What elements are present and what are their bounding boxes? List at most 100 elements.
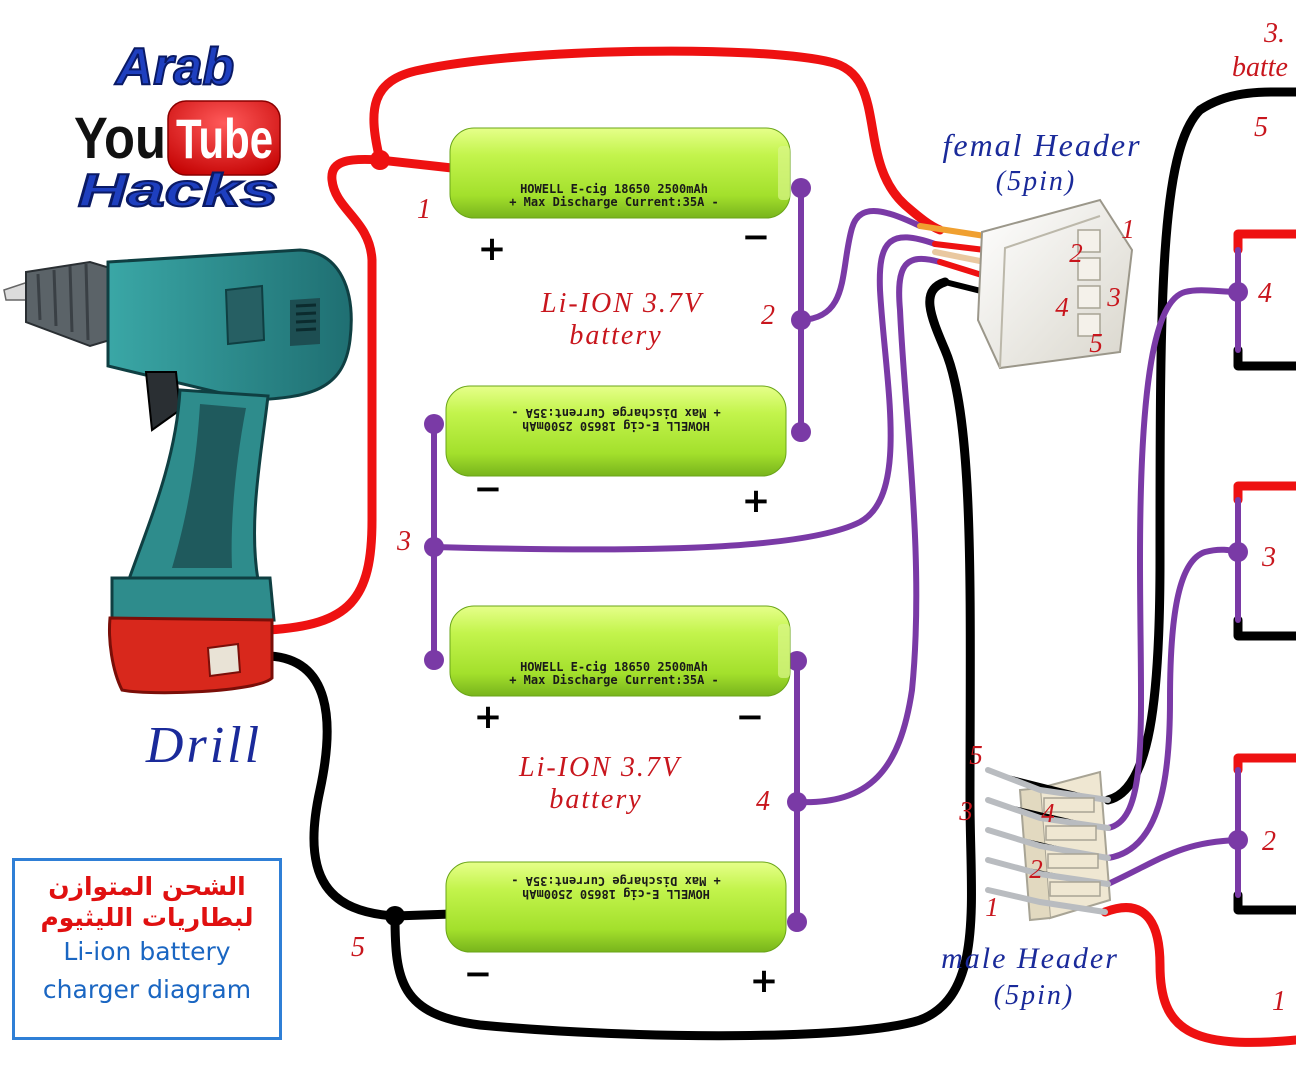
- battery-label-1-line2: battery: [569, 320, 662, 351]
- junction-dots: [370, 150, 1248, 932]
- right-node-label-5: 5: [1254, 112, 1268, 143]
- battery-descriptions: Li-ION 3.7V battery Li-ION 3.7V battery: [518, 288, 704, 815]
- purple-wire-male-to-node3-right: [1105, 546, 1241, 861]
- right-node-label-2: 2: [1262, 826, 1276, 857]
- junction-node3: [424, 537, 444, 557]
- female-pin-3: 3: [1106, 282, 1121, 312]
- right-title-fragment-2: batte: [1232, 52, 1288, 83]
- cell-1-minus: −: [742, 217, 771, 257]
- junction-cell2-neg: [424, 414, 444, 434]
- female-header-connector: [917, 198, 1134, 370]
- logo-tube-text: Tube: [176, 107, 273, 170]
- drill-battery-pack: [108, 616, 274, 695]
- cell-4-text-bottom: + Max Discharge Current:35A -: [511, 874, 721, 888]
- cell-1-plus: +: [478, 229, 507, 269]
- info-arabic-line2: لبطاريات الليثيوم: [40, 903, 254, 932]
- male-pin-label-1: 1: [985, 892, 999, 922]
- info-english-line1: Li-ion battery: [63, 937, 231, 966]
- red-wire-loop-to-header: [369, 46, 945, 235]
- purple-wire-node3-to-header: [431, 234, 938, 553]
- junction-node4: [787, 792, 807, 812]
- junction-right-node4: [1228, 282, 1248, 302]
- male-pin-label-4: 4: [1041, 798, 1055, 828]
- female-pin-1: 1: [1121, 214, 1135, 244]
- cell-4-text-top: HOWELL E-cig 18650 2500mAh: [522, 887, 710, 901]
- male-pin-label-5: 5: [969, 740, 983, 770]
- cell-2-text-bottom: + Max Discharge Current:35A -: [511, 406, 721, 420]
- red-wire-drill-to-node1: [263, 154, 385, 635]
- purple-wire-male-to-node4-right: [1105, 287, 1241, 831]
- red-bracket-top: [1233, 229, 1296, 255]
- battery-cell-2: HOWELL E-cig 18650 2500mAh + Max Dischar…: [445, 385, 787, 477]
- male-pin-label-3: 3: [958, 796, 973, 826]
- female-pin-2: 2: [1069, 238, 1083, 268]
- junction-node2: [791, 310, 811, 330]
- junction-cell1-neg: [791, 178, 811, 198]
- battery-label-2-line1: Li-ION 3.7V: [518, 752, 682, 783]
- black-bracket-top: [1233, 345, 1296, 371]
- channel-logo: Arab You Tube Hacks: [74, 37, 281, 217]
- junction-red-node1: [370, 150, 390, 170]
- cell-2-text-top: HOWELL E-cig 18650 2500mAh: [522, 419, 710, 433]
- purple-wire-node4-to-header: [794, 255, 943, 806]
- node-label-5: 5: [351, 932, 365, 963]
- female-header-title: femal Header: [942, 127, 1141, 163]
- battery-label-1-line1: Li-ION 3.7V: [540, 288, 704, 319]
- junction-cell3-neg: [787, 651, 807, 671]
- cell-3-text-bottom: + Max Discharge Current:35A -: [509, 673, 719, 687]
- cell-3-plus: +: [474, 697, 503, 737]
- right-node-label-4: 4: [1258, 278, 1272, 309]
- info-box: الشحن المتوازن لبطاريات الليثيوم Li-ion …: [12, 858, 282, 1040]
- junction-right-node2: [1228, 830, 1248, 850]
- black-wire-male-to-right: [1103, 87, 1296, 805]
- cell-1-text-bottom: + Max Discharge Current:35A -: [509, 195, 719, 209]
- info-english-line2: charger diagram: [42, 975, 252, 1004]
- red-wire-node1-to-cell1: [375, 155, 457, 173]
- node-label-1: 1: [417, 194, 431, 225]
- female-pin-4: 4: [1055, 292, 1069, 322]
- junction-black-node5: [385, 906, 405, 926]
- cell-4-plus: +: [750, 961, 779, 1001]
- right-side-cropped-diagram: 3. batte 5 4 3 2 1: [1232, 18, 1288, 1017]
- node-label-3: 3: [396, 526, 411, 557]
- junction-cell4-pos: [787, 912, 807, 932]
- male-pin-label-2: 2: [1029, 854, 1043, 884]
- balance-wires: [431, 185, 1241, 925]
- red-wire-male-to-right: [1100, 903, 1296, 1047]
- red-bracket-low: [1233, 753, 1296, 775]
- logo-tube-badge: [167, 100, 281, 176]
- cell-1-text-top: HOWELL E-cig 18650 2500mAh: [520, 182, 708, 196]
- red-bracket-mid: [1233, 481, 1296, 505]
- drill-trigger: [144, 371, 182, 432]
- female-header-subtitle: (5pin): [996, 166, 1076, 197]
- battery-cell-3: HOWELL E-cig 18650 2500mAh + Max Dischar…: [449, 605, 791, 697]
- junction-right-node3: [1228, 542, 1248, 562]
- black-wire-drill-to-node5: [265, 651, 400, 921]
- male-pin-row-1: [985, 887, 1108, 915]
- cell-3-text-top: HOWELL E-cig 18650 2500mAh: [520, 660, 708, 674]
- junction-cell2-pos: [791, 422, 811, 442]
- male-pin-row-4: [985, 797, 1111, 831]
- polarity-marks: + − − + + − − +: [464, 217, 779, 1001]
- logo-arab-text: Arab: [114, 38, 234, 96]
- cell-3-minus: −: [736, 697, 765, 737]
- male-header-title: male Header: [941, 942, 1119, 975]
- drill-label: Drill: [145, 717, 262, 774]
- male-pin-row-5: [985, 767, 1111, 803]
- right-title-fragment-1: 3.: [1263, 18, 1285, 49]
- male-pin-row-2: [985, 857, 1111, 887]
- black-bracket-mid: [1233, 615, 1296, 641]
- right-node-label-3: 3: [1261, 542, 1276, 573]
- node-labels: 1 2 3 4 5: [351, 194, 775, 963]
- positive-wires: [263, 46, 1296, 1047]
- info-arabic-line1: الشحن المتوازن: [48, 872, 246, 901]
- battery-cell-1: HOWELL E-cig 18650 2500mAh + Max Dischar…: [449, 127, 791, 219]
- junction-cell3-pos: [424, 650, 444, 670]
- male-header-labels: male Header (5pin) 5 4 3 2 1: [941, 740, 1119, 1011]
- cell-4-minus: −: [464, 954, 493, 994]
- battery-cell-4: HOWELL E-cig 18650 2500mAh + Max Dischar…: [445, 861, 787, 953]
- logo-you-text: You: [74, 106, 166, 171]
- purple-wire-male-to-node2-right: [1105, 837, 1241, 887]
- logo-hacks-text: Hacks: [78, 164, 278, 216]
